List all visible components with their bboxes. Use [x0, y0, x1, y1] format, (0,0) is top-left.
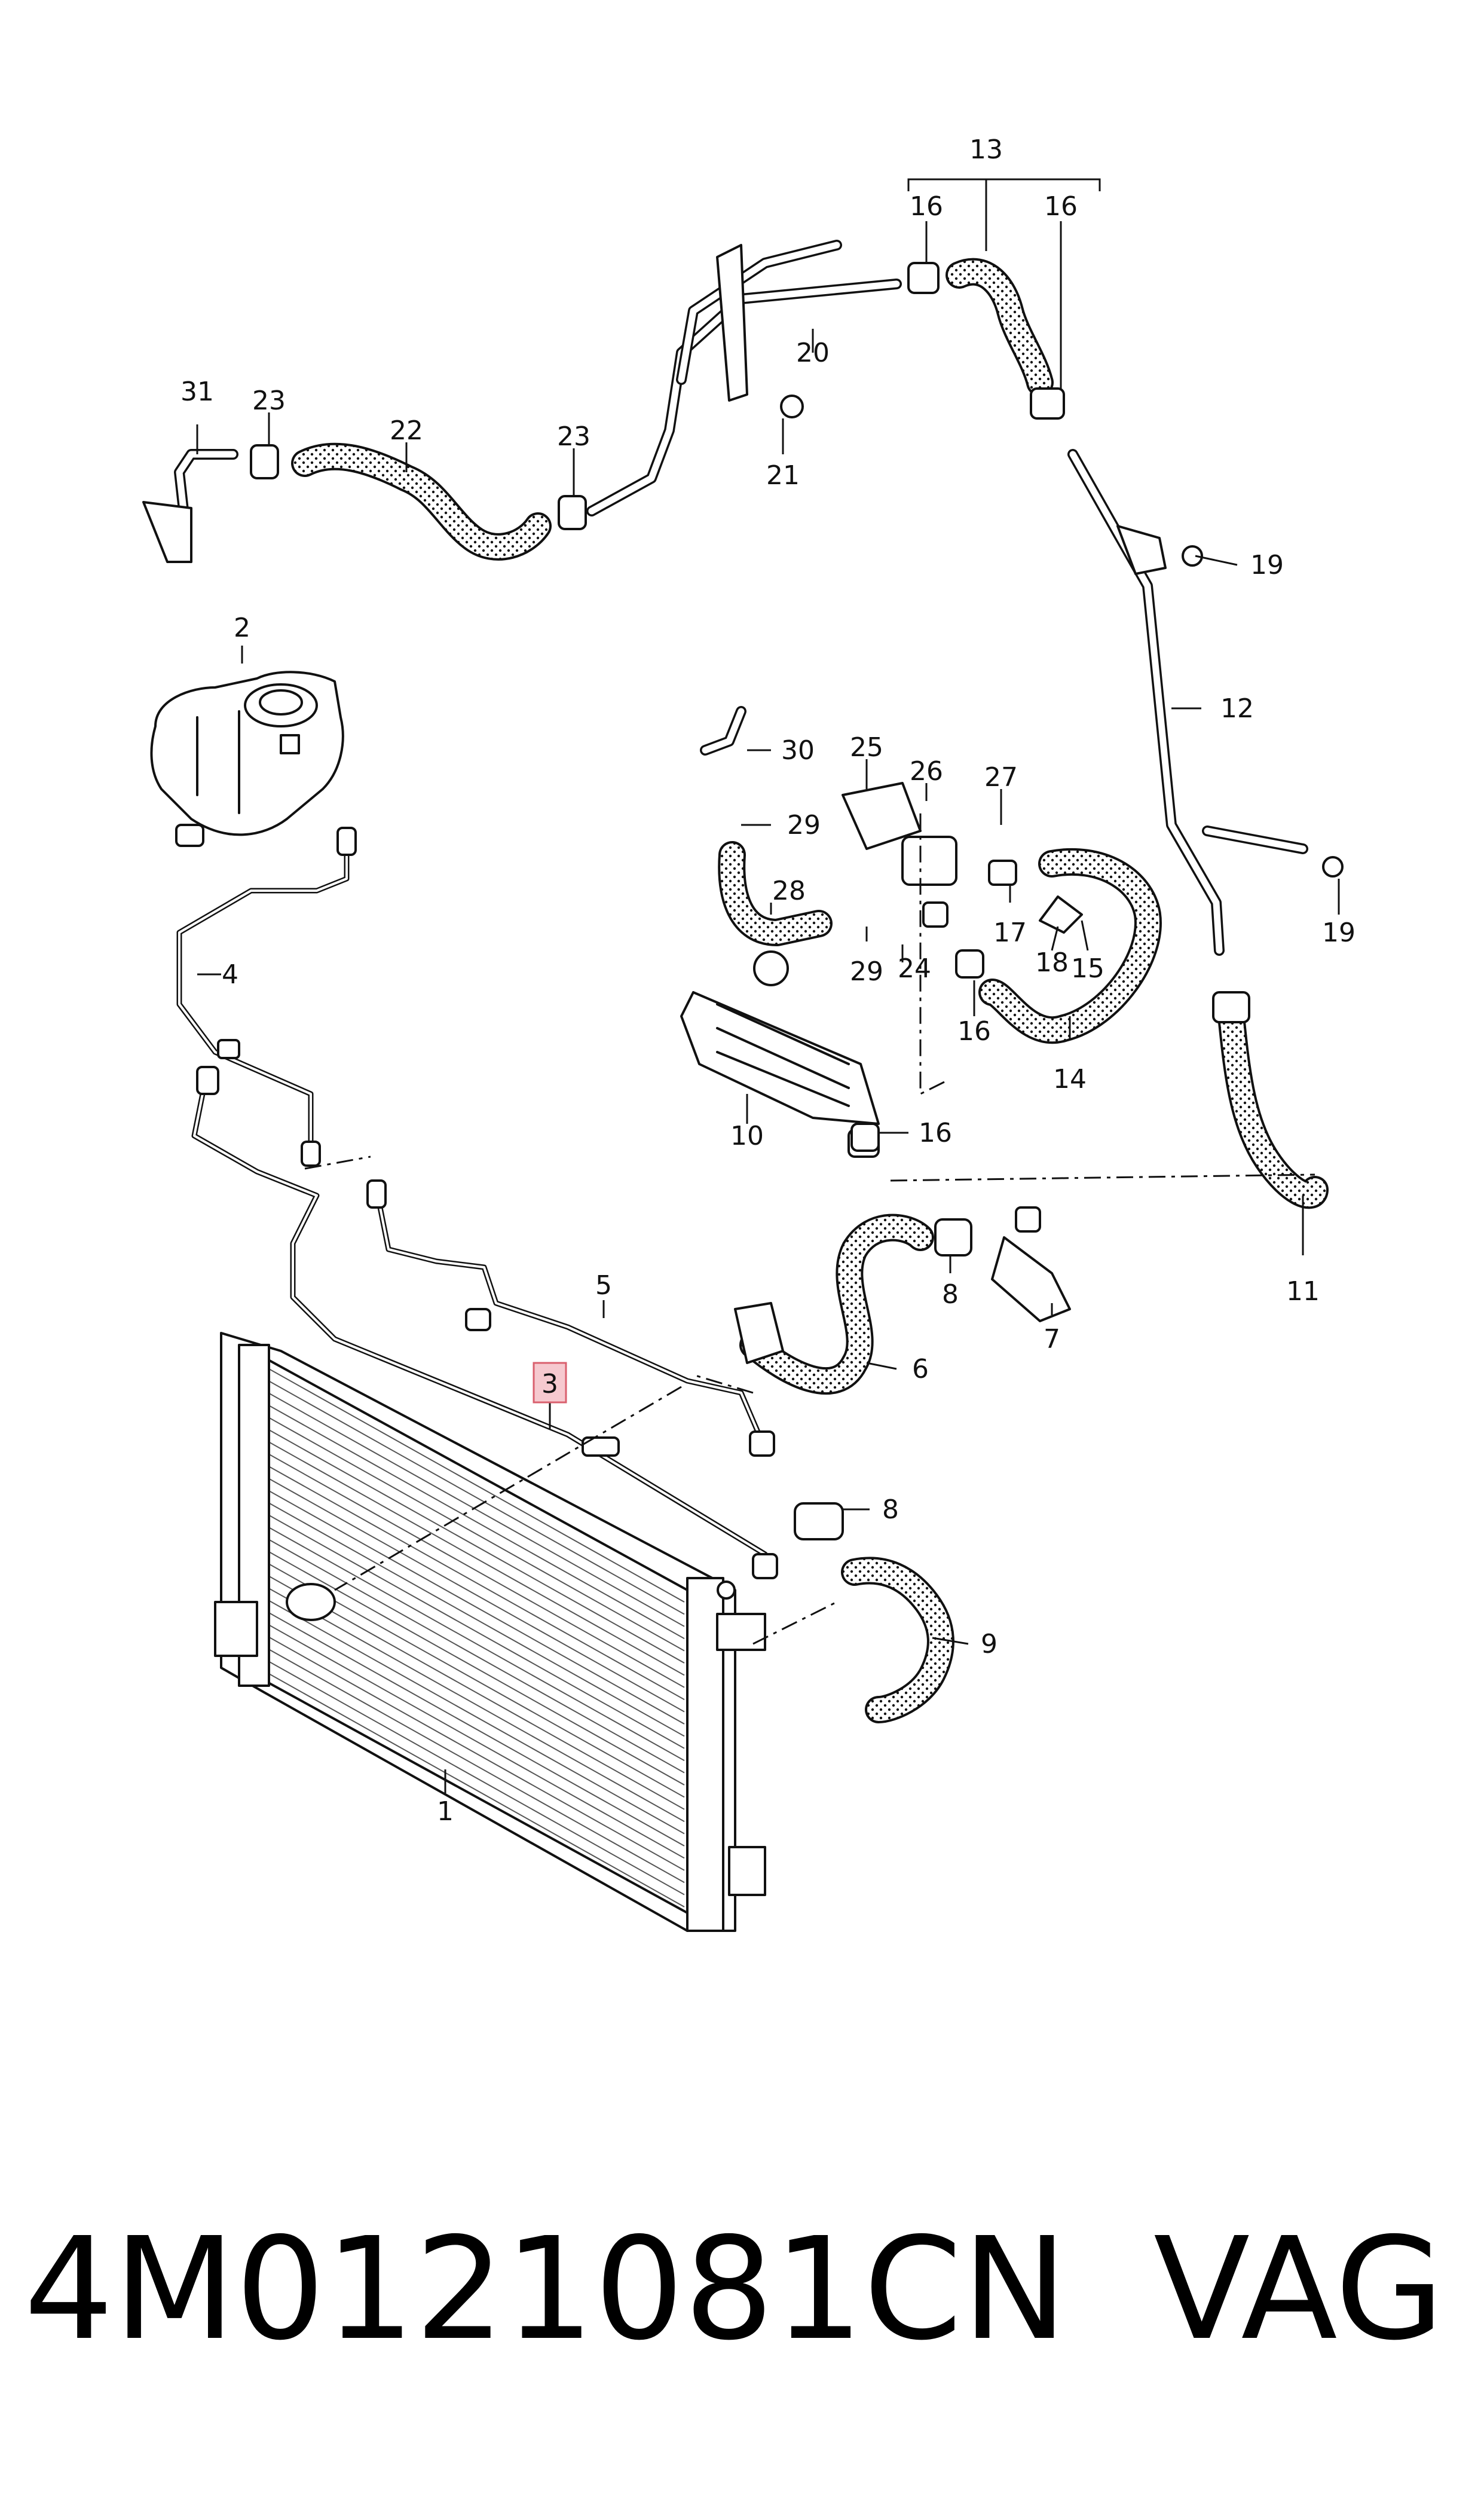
callout-2: 2: [234, 613, 250, 643]
clamp-23: [250, 444, 587, 530]
radiator-fin: [268, 1575, 685, 1810]
callout-4: 4: [222, 959, 238, 990]
callout-3-highlight: [533, 1362, 567, 1404]
callout-16b: 16: [1044, 191, 1078, 222]
clamp-16-lower: [850, 949, 984, 1152]
hose-13: [907, 258, 1065, 420]
radiator-fin: [268, 1368, 685, 1603]
hose-14: [978, 848, 1162, 1044]
radiator-fin: [268, 1490, 685, 1725]
hose-6: [734, 1213, 934, 1395]
bleed-line-5: [366, 1179, 775, 1457]
bleed-line-3: [191, 1066, 778, 1579]
radiator-fin: [268, 1649, 685, 1884]
callout-5: 5: [595, 1270, 612, 1301]
callout-31: 31: [180, 377, 214, 407]
callout-24: 24: [898, 953, 931, 984]
hose-22: [291, 442, 552, 561]
callout-22: 22: [390, 415, 423, 446]
brand-name: VAG: [1153, 2207, 1445, 2371]
callout-21: 21: [766, 460, 800, 491]
callout-12: 12: [1220, 693, 1254, 724]
callout-29b: 29: [850, 956, 883, 987]
callout-10: 10: [730, 1121, 764, 1151]
expansion-tank: [150, 671, 344, 847]
radiator-fin: [268, 1661, 685, 1896]
callout-8b: 8: [882, 1494, 899, 1525]
radiator-fin: [268, 1600, 685, 1835]
pipe-12: [1067, 449, 1344, 956]
radiator-fin: [268, 1453, 685, 1688]
radiator-fin: [268, 1514, 685, 1749]
radiator-fin: [268, 1441, 685, 1676]
callout-6: 6: [912, 1354, 929, 1384]
pipe-20: [586, 240, 902, 516]
callout-14: 14: [1053, 1064, 1087, 1095]
callout-19a: 19: [1250, 550, 1284, 580]
callout-16a: 16: [910, 191, 943, 222]
callout-19b: 19: [1322, 918, 1356, 948]
callout-20: 20: [796, 338, 830, 368]
callout-26: 26: [910, 756, 943, 787]
radiator-fin: [268, 1539, 685, 1774]
callout-13: 13: [969, 134, 1003, 165]
oil-cooler: [680, 950, 880, 1158]
clamp-8: [794, 1218, 972, 1540]
radiator-fin: [268, 1429, 685, 1664]
part-number: 4M0121081CN: [24, 2207, 1068, 2371]
hose-28: [718, 841, 833, 946]
callout-27: 27: [984, 762, 1018, 793]
radiator-fin: [268, 1417, 685, 1652]
callout-16d: 16: [919, 1118, 952, 1148]
callout-7: 7: [1044, 1324, 1060, 1355]
callout-18: 18: [1035, 947, 1069, 978]
callout-3: 3: [541, 1369, 558, 1399]
callout-23b: 23: [557, 421, 590, 452]
radiator-fin: [268, 1612, 685, 1847]
flange-7: [991, 1206, 1071, 1322]
callout-25: 25: [850, 732, 883, 763]
callout-15: 15: [1071, 953, 1104, 984]
pipe-30: [700, 706, 746, 756]
hose-11: [1212, 991, 1329, 1209]
callout-9: 9: [981, 1629, 998, 1659]
valve-24-25: [842, 782, 1017, 928]
radiator-fin: [268, 1502, 685, 1737]
radiator-fin: [268, 1466, 685, 1701]
callout-8a: 8: [942, 1279, 959, 1310]
callout-23a: 23: [252, 386, 286, 416]
part-number-footer: 4M0121081CN VAG: [24, 2212, 1458, 2367]
radiator-fin: [268, 1527, 685, 1762]
radiator-fin: [268, 1392, 685, 1627]
callout-16c: 16: [957, 1016, 991, 1047]
radiator-fin: [268, 1380, 685, 1615]
bleed-line-4: [176, 827, 357, 1167]
connector-lines: [304, 813, 1315, 1645]
callout-28: 28: [772, 876, 806, 906]
hose-9: [841, 1557, 954, 1723]
callout-17: 17: [993, 918, 1027, 948]
radiator-fin: [268, 1636, 685, 1871]
callout-30: 30: [781, 735, 815, 766]
radiator-fin: [268, 1405, 685, 1640]
radiator-fin: [268, 1588, 685, 1823]
radiator-fin: [268, 1673, 685, 1907]
radiator-fin: [268, 1624, 685, 1859]
callout-1: 1: [437, 1796, 454, 1827]
radiator-fin: [268, 1478, 685, 1713]
radiator-fin: [268, 1563, 685, 1798]
radiator-fin: [268, 1551, 685, 1786]
callout-11: 11: [1286, 1276, 1320, 1307]
callout-labels: 3 1 2 4 5 6 7 8 8 9 10 11 12 13 14 15 16…: [180, 134, 1356, 1827]
radiator: [214, 1332, 766, 1932]
hose-31: [142, 449, 238, 563]
callout-29a: 29: [787, 810, 821, 840]
callout-leaders: [196, 178, 1340, 1793]
